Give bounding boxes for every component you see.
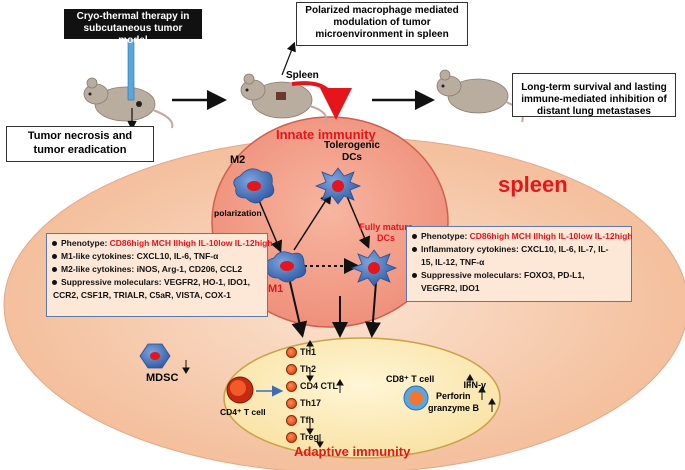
cd4-ctl-label: CD4 CTL bbox=[300, 381, 338, 391]
arrow-tolerogenic-to-mature bbox=[345, 193, 371, 249]
th17-label: Th17 bbox=[300, 398, 322, 408]
macrophage-label-box: Polarized macrophage mediated modulation… bbox=[296, 2, 468, 46]
m2-label: M2 bbox=[230, 154, 246, 166]
mouse-icon-left bbox=[83, 77, 174, 129]
perforin-label: Perforin bbox=[436, 391, 471, 401]
mouse-icon-middle bbox=[240, 73, 328, 125]
spleen-tag: Spleen bbox=[286, 70, 319, 81]
necrosis-label: Tumor necrosis and tumor eradication bbox=[27, 130, 133, 156]
arrow-m1-to-tolerogenic bbox=[293, 191, 332, 251]
adaptive-immunity-title: Adaptive immunity bbox=[294, 444, 411, 459]
right-phenotype-row: Phenotype: CD86high MCH IIhigh IL-10low … bbox=[412, 230, 633, 243]
arrow-m2-to-m1 bbox=[257, 197, 283, 253]
tolerogenic-dcs-line1: Tolerogenic bbox=[324, 140, 380, 151]
cd4-t-cell-icon bbox=[226, 376, 254, 404]
left-phenotype-value: CD86high MCH IIhigh IL-10low IL-12high bbox=[109, 238, 273, 248]
mature-dc-icon bbox=[350, 249, 398, 287]
right-supp-value-1: FOXO3, PD-L1, bbox=[524, 270, 585, 280]
ifn-gamma-label: IFN-γ bbox=[463, 380, 487, 390]
spleen-curve-arrow bbox=[291, 81, 352, 120]
left-m2-value: iNOS, Arg-1, CD206, CCL2 bbox=[136, 264, 243, 274]
survival-label-box: Long-term survival and lasting immune-me… bbox=[512, 73, 676, 117]
left-phenotype-label: Phenotype: bbox=[61, 238, 110, 248]
therapy-label-box: Cryo-thermal therapy in subcutaneous tum… bbox=[64, 9, 202, 46]
m1-macrophage-icon bbox=[266, 251, 307, 283]
cd8-t-cell-icon bbox=[403, 385, 429, 411]
th-item-th17: Th17 bbox=[286, 398, 322, 410]
tolerogenic-dcs-label: Tolerogenic DCs bbox=[322, 140, 382, 164]
th1-label: Th1 bbox=[300, 347, 317, 357]
right-supp-row-2: VEGFR2, IDO1 bbox=[421, 283, 480, 293]
spleen-title: spleen bbox=[498, 172, 568, 197]
arrow-m1-to-adaptive bbox=[289, 281, 308, 338]
cd8-effector-list: IFN-γ bbox=[444, 379, 487, 391]
left-supp-label: Suppressive moleculars: bbox=[61, 277, 164, 287]
arrow-to-macrophage-box bbox=[281, 41, 296, 76]
mdsc-label: MDSC bbox=[146, 372, 179, 384]
left-m1-row: M1-like cytokines: CXCL10, IL-6, TNF-α bbox=[52, 250, 262, 263]
mature-dcs-label: Fully mature DCs bbox=[356, 222, 416, 244]
innate-immunity-title: Innate immunity bbox=[276, 127, 376, 142]
th-item-cd4-ctl: CD4 CTL bbox=[286, 381, 338, 393]
m1-label: M1 bbox=[268, 283, 284, 295]
mdsc-icon bbox=[139, 343, 171, 369]
th-item-tfh: Tfh bbox=[286, 415, 314, 427]
tolerogenic-dcs-line2: DCs bbox=[341, 152, 362, 163]
right-phenotype-value: CD86high MCH IIhigh IL-10low IL-12high bbox=[469, 231, 633, 241]
polarization-label: polarization bbox=[214, 208, 262, 218]
treg-label: Treg bbox=[300, 432, 320, 442]
left-m1-value: CXCL10, IL-6, TNF-α bbox=[136, 251, 219, 261]
arrow-mature-to-adaptive bbox=[364, 281, 381, 338]
cd4-t-cell-label: CD4⁺ T cell bbox=[220, 407, 266, 417]
m2-macrophage-icon bbox=[233, 168, 275, 204]
right-supp-row: Suppressive moleculars: FOXO3, PD-L1, bbox=[412, 269, 626, 282]
th2-label: Th2 bbox=[300, 364, 317, 374]
m1-phenotype-panel: Phenotype: CD86high MCH IIhigh IL-10low … bbox=[46, 233, 273, 317]
left-m1-label: M1-like cytokines: bbox=[61, 251, 137, 261]
th-item-th2: Th2 bbox=[286, 364, 317, 376]
right-infl-row-2: 15, IL-12, TNF-α bbox=[421, 257, 485, 267]
th-item-th1: Th1 bbox=[286, 347, 317, 359]
granzyme-label: granzyme B bbox=[428, 403, 480, 413]
mature-dcs-line2: DCs bbox=[376, 233, 395, 243]
necrosis-label-box: Tumor necrosis and tumor eradication bbox=[6, 126, 154, 162]
right-infl-value-1: CXCL10, IL-6, IL-7, IL- bbox=[521, 244, 609, 254]
left-supp-value-1: VEGFR2, HO-1, IDO1, bbox=[164, 277, 250, 287]
left-m2-row: M2-like cytokines: iNOS, Arg-1, CD206, C… bbox=[52, 263, 262, 276]
left-supp-row: Suppressive moleculars: VEGFR2, HO-1, ID… bbox=[52, 276, 262, 289]
th-item-treg: Treg bbox=[286, 432, 320, 444]
therapy-label: Cryo-thermal therapy in subcutaneous tum… bbox=[76, 11, 190, 46]
left-supp-row-2: CCR2, CSF1R, TRIALR, C5aR, VISTA, COX-1 bbox=[53, 290, 231, 300]
macrophage-label: Polarized macrophage mediated modulation… bbox=[305, 5, 459, 40]
dc-phenotype-panel: Phenotype: CD86high MCH IIhigh IL-10low … bbox=[406, 226, 633, 302]
survival-label: Long-term survival and lasting immune-me… bbox=[521, 82, 667, 117]
mouse-icon-right bbox=[436, 69, 524, 123]
left-phenotype-row: Phenotype: CD86high MCH IIhigh IL-10low … bbox=[52, 237, 273, 250]
right-phenotype-label: Phenotype: bbox=[421, 231, 470, 241]
right-infl-label: Inflammatory cytokines: bbox=[421, 244, 522, 254]
tolerogenic-dc-icon bbox=[314, 167, 362, 205]
right-infl-row: Inflammatory cytokines: CXCL10, IL-6, IL… bbox=[412, 243, 626, 256]
tfh-label: Tfh bbox=[300, 415, 314, 425]
cd8-t-cell-label: CD8⁺ T cell bbox=[386, 374, 435, 384]
mature-dcs-line1: Fully mature bbox=[359, 222, 413, 232]
regulation-arrows bbox=[182, 340, 496, 448]
right-supp-label: Suppressive moleculars: bbox=[421, 270, 524, 280]
left-m2-label: M2-like cytokines: bbox=[61, 264, 137, 274]
